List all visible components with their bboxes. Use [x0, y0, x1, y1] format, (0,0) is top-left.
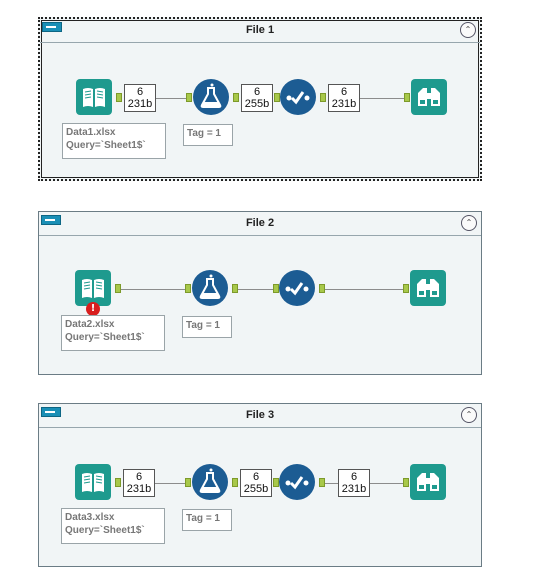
formula-expression: Tag = 1: [186, 513, 220, 524]
container-file-2[interactable]: File 2 ⌃ !: [38, 211, 482, 375]
input-data-tool[interactable]: [75, 464, 111, 500]
browse-tool[interactable]: [410, 464, 446, 500]
input-anchor[interactable]: [185, 284, 191, 293]
record-count: 6: [135, 471, 143, 483]
data-size: 231b: [127, 98, 153, 110]
container-header[interactable]: File 3 ⌃: [39, 404, 481, 428]
container-icon: [42, 22, 62, 32]
container-title: File 2: [245, 217, 275, 229]
data-size: 255b: [243, 483, 269, 495]
data-size: 231b: [331, 98, 357, 110]
record-count: 6: [136, 86, 144, 98]
input-anchor[interactable]: [403, 284, 409, 293]
record-count: 6: [340, 86, 348, 98]
record-count-box: 6 231b: [338, 469, 370, 497]
container-file-3[interactable]: File 3 ⌃ 6 231b 6 255b 6: [38, 403, 482, 567]
input-anchor[interactable]: [404, 93, 410, 102]
binoculars-browse-icon: [417, 279, 439, 297]
formula-annotation[interactable]: Tag = 1: [183, 124, 233, 146]
flask-formula-icon: [199, 468, 221, 493]
connection-wire[interactable]: [121, 289, 185, 290]
output-anchor[interactable]: [232, 284, 238, 293]
output-anchor[interactable]: [115, 478, 121, 487]
formula-tool[interactable]: [192, 270, 228, 306]
collapse-button[interactable]: ⌃: [461, 407, 477, 423]
container-file-1[interactable]: File 1 ⌃ 6 231b 6 255b: [38, 17, 482, 181]
formula-tool[interactable]: [192, 464, 228, 500]
checkmark-filter-icon: [285, 282, 309, 296]
output-anchor[interactable]: [320, 93, 326, 102]
container-icon: [41, 215, 61, 225]
record-count: 6: [350, 471, 358, 483]
input-annotation[interactable]: Data3.xlsx Query=`Sheet1$`: [61, 508, 165, 544]
error-icon[interactable]: !: [86, 302, 100, 316]
connection-wire[interactable]: [238, 289, 273, 290]
formula-expression: Tag = 1: [187, 128, 221, 139]
input-data-tool[interactable]: [75, 270, 111, 306]
record-count-box: 6 231b: [328, 84, 360, 112]
input-anchor[interactable]: [273, 478, 279, 487]
output-anchor[interactable]: [319, 284, 325, 293]
flask-formula-icon: [199, 274, 221, 299]
collapse-button[interactable]: ⌃: [460, 22, 476, 38]
flask-formula-icon: [200, 83, 222, 108]
filter-tool[interactable]: [279, 464, 315, 500]
collapse-button[interactable]: ⌃: [461, 215, 477, 231]
formula-annotation[interactable]: Tag = 1: [182, 509, 232, 531]
book-input-icon: [83, 88, 105, 107]
record-count-box: 6 255b: [241, 84, 273, 112]
input-annotation[interactable]: Data1.xlsx Query=`Sheet1$`: [62, 123, 166, 159]
container-title: File 1: [245, 24, 275, 36]
browse-tool[interactable]: [410, 270, 446, 306]
input-annotation[interactable]: Data2.xlsx Query=`Sheet1$`: [61, 315, 165, 351]
input-anchor[interactable]: [403, 478, 409, 487]
record-count-box: 6 231b: [124, 84, 156, 112]
checkmark-filter-icon: [285, 476, 309, 490]
output-anchor[interactable]: [115, 284, 121, 293]
container-title: File 3: [245, 409, 275, 421]
record-count-box: 6 255b: [240, 469, 272, 497]
output-anchor[interactable]: [116, 93, 122, 102]
record-count: 6: [253, 86, 261, 98]
annotation-query: Query=`Sheet1$`: [65, 525, 145, 536]
input-anchor[interactable]: [273, 284, 279, 293]
record-count: 6: [252, 471, 260, 483]
container-header[interactable]: File 1 ⌃: [40, 19, 480, 43]
filter-tool[interactable]: [280, 79, 316, 115]
input-anchor[interactable]: [185, 478, 191, 487]
container-icon: [41, 407, 61, 417]
connection-wire[interactable]: [325, 483, 338, 484]
book-input-icon: [82, 279, 104, 298]
formula-annotation[interactable]: Tag = 1: [182, 316, 232, 338]
connection-wire[interactable]: [155, 483, 185, 484]
input-anchor[interactable]: [274, 93, 280, 102]
output-anchor[interactable]: [233, 93, 239, 102]
input-data-tool[interactable]: [76, 79, 112, 115]
record-count-box: 6 231b: [123, 469, 155, 497]
input-anchor[interactable]: [186, 93, 192, 102]
annotation-filename: Data2.xlsx: [65, 319, 115, 330]
formula-tool[interactable]: [193, 79, 229, 115]
annotation-filename: Data1.xlsx: [66, 127, 116, 138]
annotation-filename: Data3.xlsx: [65, 512, 115, 523]
output-anchor[interactable]: [319, 478, 325, 487]
book-input-icon: [82, 473, 104, 492]
filter-tool[interactable]: [279, 270, 315, 306]
annotation-query: Query=`Sheet1$`: [66, 140, 146, 151]
browse-tool[interactable]: [411, 79, 447, 115]
annotation-query: Query=`Sheet1$`: [65, 332, 145, 343]
output-anchor[interactable]: [232, 478, 238, 487]
data-size: 255b: [244, 98, 270, 110]
connection-wire[interactable]: [325, 289, 403, 290]
container-header[interactable]: File 2 ⌃: [39, 212, 481, 236]
connection-wire[interactable]: [370, 483, 403, 484]
connection-wire[interactable]: [360, 98, 404, 99]
data-size: 231b: [341, 483, 367, 495]
data-size: 231b: [126, 483, 152, 495]
connection-wire[interactable]: [156, 98, 186, 99]
formula-expression: Tag = 1: [186, 320, 220, 331]
checkmark-filter-icon: [286, 91, 310, 105]
binoculars-browse-icon: [418, 88, 440, 106]
binoculars-browse-icon: [417, 473, 439, 491]
